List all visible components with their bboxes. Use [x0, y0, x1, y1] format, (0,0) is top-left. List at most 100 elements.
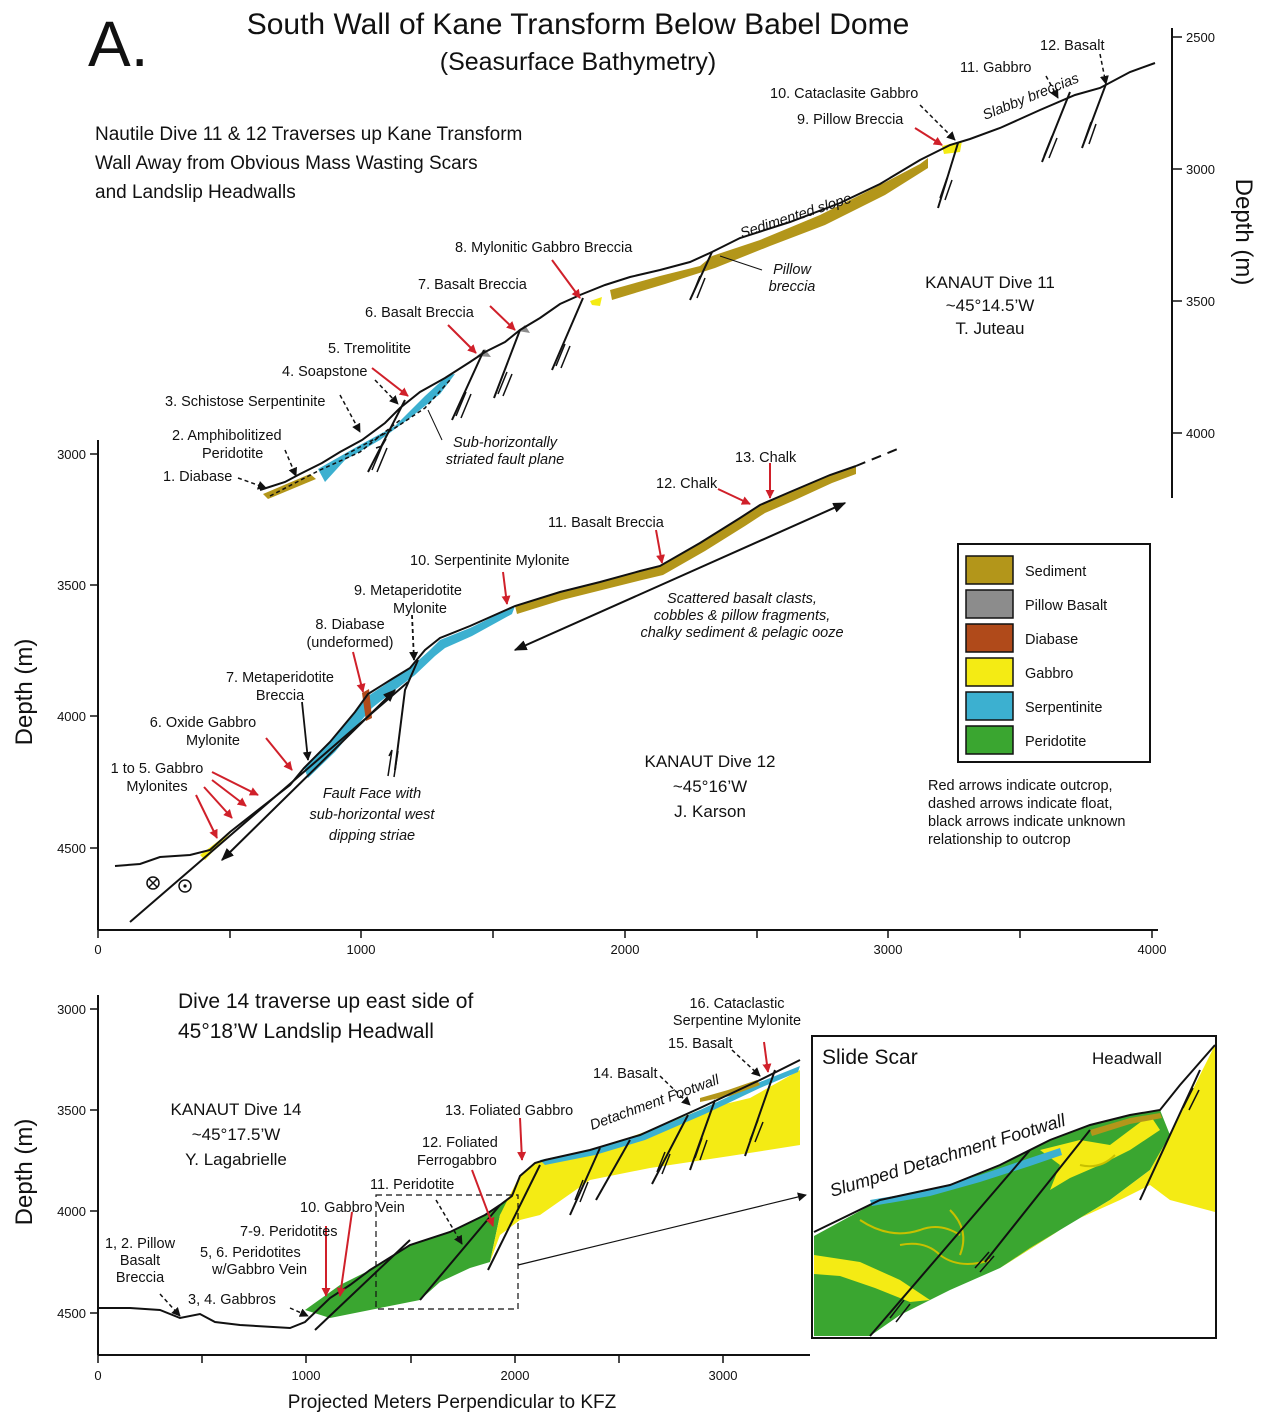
dive14-label-14: 14. Basalt: [593, 1066, 658, 1082]
dive12-fault-face-line-3: dipping striae: [329, 828, 415, 844]
legend-label-sediment: Sediment: [1025, 564, 1086, 580]
dive11-info-line-3: T. Juteau: [956, 319, 1025, 338]
fault-slip-arrows-icon: [371, 121, 1097, 473]
dive12-x-tick-1000: 1000: [347, 942, 376, 957]
dive12-x-tick-3000: 3000: [874, 942, 903, 957]
top-axis-label: Depth (m): [1230, 179, 1257, 286]
dive12-label-8-line-1: 8. Diabase: [315, 617, 384, 633]
dive11-slabby-breccias: Slabby breccias: [981, 71, 1082, 124]
fault-slip-arrows-icon: [889, 1087, 1200, 1323]
dive12-label-1-5-line-1: 1 to 5. Gabbro: [111, 761, 204, 777]
dive12-info-line-1: KANAUT Dive 12: [644, 752, 775, 771]
dive12-y-tick-3000: 3000: [57, 447, 86, 462]
dive14-info-line-1: KANAUT Dive 14: [170, 1100, 301, 1119]
dive11-depth-axis: 2500 3000 3500 4000 Depth (m): [1171, 28, 1257, 498]
dive12-y-tick-3500: 3500: [57, 578, 86, 593]
dive11-pillow-breccia-line-1: Pillow: [773, 262, 812, 278]
dive12-y-tick-4000: 4000: [57, 709, 86, 724]
top-axis-tick-2500: 2500: [1186, 30, 1215, 45]
dive12-y-tick-4500: 4500: [57, 841, 86, 856]
legend-swatch-sediment: [965, 555, 1014, 585]
dive11-info-line-1: KANAUT Dive 11: [925, 273, 1055, 292]
dive14-label-12-line-2: Ferrogabbro: [417, 1153, 497, 1169]
dive11-station-2-line-2: Peridotite: [202, 446, 263, 462]
dive14-label-16-line-1: 16. Cataclastic: [689, 996, 784, 1012]
legend-swatch-gabbro: [965, 657, 1014, 687]
legend-swatch-pillow-basalt: [965, 589, 1014, 619]
dive12-label-9-line-2: Mylonite: [393, 601, 447, 617]
top-axis-tick-4000: 4000: [1186, 426, 1215, 441]
dive14-title-line-1: Dive 14 traverse up east side of: [178, 990, 473, 1013]
dive11-station-10: 10. Cataclasite Gabbro: [770, 86, 918, 102]
dive12-axes: [90, 440, 1158, 938]
dive14-label-5-6-line-2: w/Gabbro Vein: [211, 1262, 307, 1278]
dive14-y-tick-3500: 3500: [57, 1103, 86, 1118]
dive14-title-line-2: 45°18’W Landslip Headwall: [178, 1020, 434, 1043]
dive12-scattered-line-2: cobbles & pillow fragments,: [654, 608, 831, 624]
legend-swatch-serpentinite: [965, 691, 1014, 721]
dive14-y-tick-4000: 4000: [57, 1204, 86, 1219]
dive12-label-6-line-2: Mylonite: [186, 733, 240, 749]
top-axis-tick-3000: 3000: [1186, 162, 1215, 177]
dive14-y-axis-label: Depth (m): [11, 1119, 38, 1226]
dive14-label-5-6-line-1: 5, 6. Peridotites: [200, 1245, 301, 1261]
dive14-info-line-3: Y. Lagabrielle: [185, 1150, 287, 1169]
fault-slip-arrows-icon: [574, 1119, 764, 1203]
legend-note-line-4: relationship to outcrop: [928, 832, 1071, 848]
out-of-page-symbol: [178, 879, 192, 893]
dive11-station-1: 1. Diabase: [163, 469, 232, 485]
dive14-label-16-line-2: Serpentine Mylonite: [673, 1013, 801, 1029]
dive14-label-15: 15. Basalt: [668, 1036, 733, 1052]
dive14-label-1-2-line-3: Breccia: [116, 1270, 165, 1286]
panel-letter: A.: [88, 8, 148, 80]
dive11-station-2-line-1: 2. Amphibolitized: [172, 428, 282, 444]
inset-panel: [811, 1035, 1217, 1339]
dive14-profile: [98, 1041, 807, 1331]
dive11-station-5: 5. Tremolitite: [328, 341, 411, 357]
dive11-station-6: 6. Basalt Breccia: [365, 305, 475, 321]
dive11-fault-plane-line-1: Sub-horizontally: [453, 435, 558, 451]
top-axis-tick-3500: 3500: [1186, 294, 1215, 309]
dive12-scattered-line-1: Scattered basalt clasts,: [667, 591, 817, 607]
dive14-label-13: 13. Foliated Gabbro: [445, 1103, 573, 1119]
dive12-label-13: 13. Chalk: [735, 450, 797, 466]
dive12-label-10: 10. Serpentinite Mylonite: [410, 553, 570, 569]
dive12-fault-face-line-1: Fault Face with: [323, 786, 421, 802]
dive11-intro-line-3: and Landslip Headwalls: [95, 182, 296, 203]
legend-label-diabase: Diabase: [1025, 632, 1078, 648]
dive11-fault-plane-line-2: striated fault plane: [446, 452, 565, 468]
dive11-intro-line-1: Nautile Dive 11 & 12 Traverses up Kane T…: [95, 124, 522, 145]
dive14-x-tick-3000: 3000: [709, 1368, 738, 1383]
dive11-station-3: 3. Schistose Serpentinite: [165, 394, 325, 410]
dive12-x-tick-2000: 2000: [611, 942, 640, 957]
legend-note-line-2: dashed arrows indicate float,: [928, 796, 1113, 812]
dive14-info-line-2: ~45°17.5’W: [192, 1125, 281, 1144]
dive14-x-tick-2000: 2000: [501, 1368, 530, 1383]
dive11-station-8: 8. Mylonitic Gabbro Breccia: [455, 240, 633, 256]
legend-note-line-3: black arrows indicate unknown: [928, 814, 1125, 830]
legend-swatch-peridotite: [965, 725, 1014, 755]
dive12-label-1-5-line-2: Mylonites: [126, 779, 187, 795]
dive11-station-9: 9. Pillow Breccia: [797, 112, 904, 128]
legend-label-gabbro: Gabbro: [1025, 666, 1073, 682]
dive14-label-1-2-line-2: Basalt: [120, 1253, 160, 1269]
dive14-y-tick-3000: 3000: [57, 1002, 86, 1017]
dive12-info-line-3: J. Karson: [674, 802, 746, 821]
dive12-profile: [114, 447, 901, 923]
legend-note-line-1: Red arrows indicate outcrop,: [928, 778, 1113, 794]
dive11-profile: [237, 53, 1156, 499]
dive14-x-axis-label: Projected Meters Perpendicular to KFZ: [288, 1392, 617, 1413]
dive12-y-axis-label: Depth (m): [11, 639, 38, 746]
legend-label-serpentinite: Serpentinite: [1025, 700, 1102, 716]
dive12-label-8-line-2: (undeformed): [306, 635, 393, 651]
dive12-info-line-2: ~45°16’W: [673, 777, 747, 796]
dive12-label-7-line-1: 7. Metaperidotite: [226, 670, 334, 686]
dive11-intro-line-2: Wall Away from Obvious Mass Wasting Scar…: [95, 153, 478, 174]
dive12-fault-face-line-2: sub-horizontal west: [310, 807, 436, 823]
dive12-x-tick-4000: 4000: [1138, 942, 1167, 957]
dive11-station-4: 4. Soapstone: [282, 364, 367, 380]
inset-slide-scar: Slide Scar: [822, 1046, 918, 1069]
legend: Sediment Pillow Basalt Diabase Gabbro Se…: [957, 543, 1151, 763]
dive11-station-12: 12. Basalt: [1040, 38, 1105, 54]
